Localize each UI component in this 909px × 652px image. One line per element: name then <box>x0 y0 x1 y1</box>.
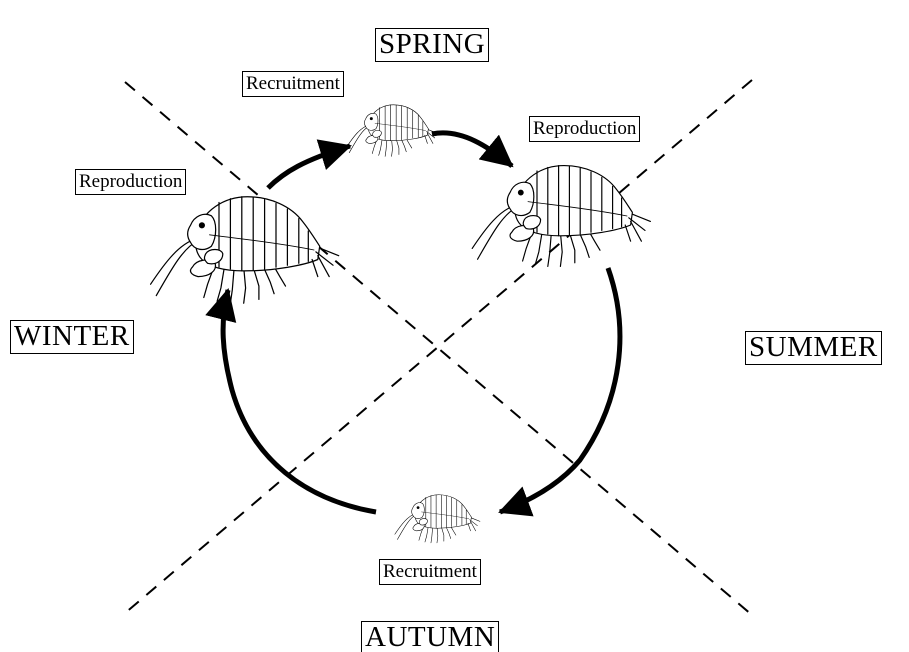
divider-line-nw-se <box>125 82 752 615</box>
arrow-autumn-to-winter <box>223 290 376 512</box>
stage-label-winter-reproduction: Reproduction <box>75 169 186 195</box>
stage-label-autumn-recruitment: Recruitment <box>379 559 481 585</box>
stage-label-spring-recruitment: Recruitment <box>242 71 344 97</box>
amphipod-icon-autumn <box>395 495 480 543</box>
season-label-spring: SPRING <box>375 28 489 62</box>
amphipod-icon-summer <box>472 166 650 267</box>
season-label-winter: WINTER <box>10 320 134 354</box>
stage-label-summer-reproduction: Reproduction <box>529 116 640 142</box>
arrow-winter-to-spring <box>268 146 350 188</box>
season-label-autumn: AUTUMN <box>361 621 499 652</box>
season-label-summer: SUMMER <box>745 331 882 365</box>
amphipod-icon-spring <box>346 105 437 157</box>
amphipod-icon-winter <box>151 197 339 303</box>
arrow-summer-to-autumn <box>500 268 620 512</box>
arrow-spring-to-summer <box>432 133 512 166</box>
